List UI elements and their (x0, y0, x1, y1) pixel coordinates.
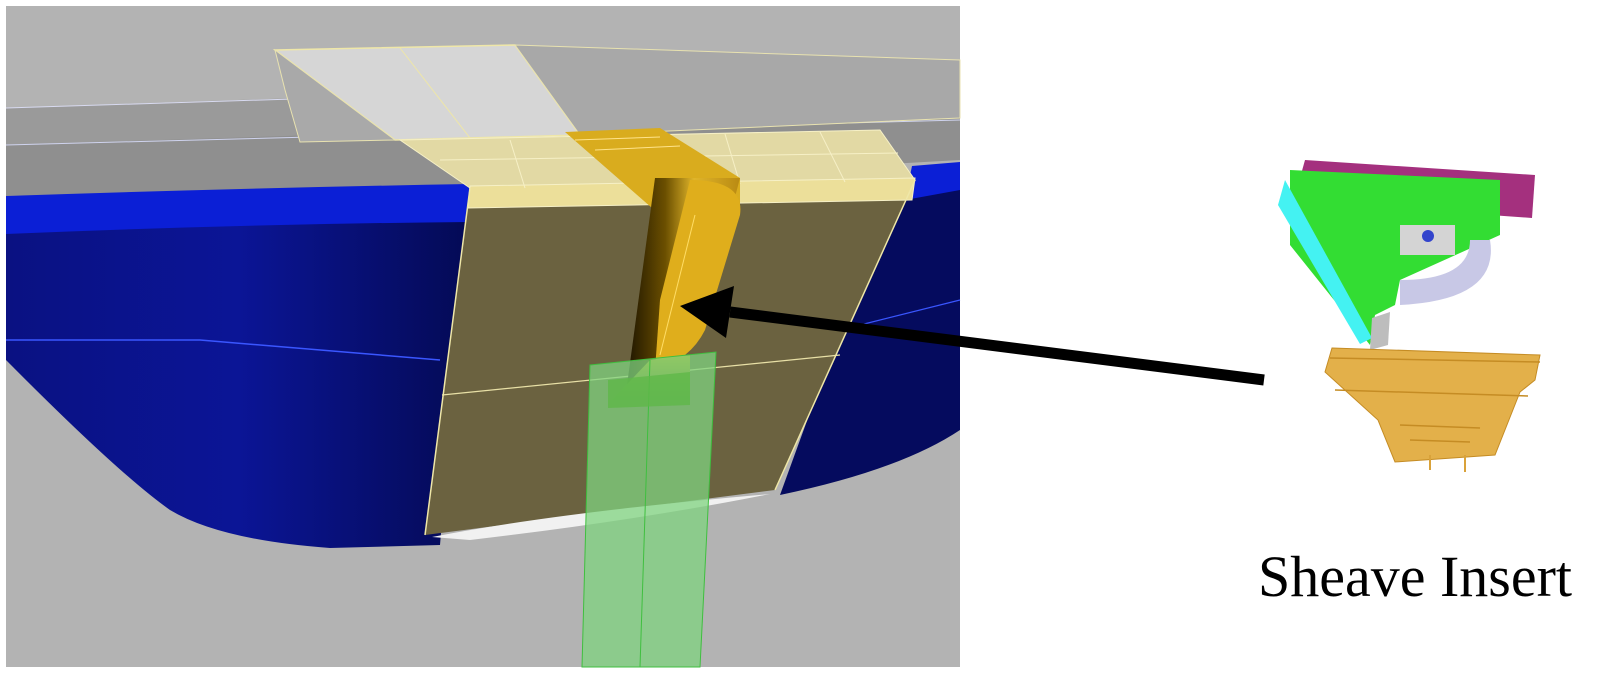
leader-arrow (680, 286, 1265, 386)
sheave-assembly (1278, 160, 1535, 350)
superstructure (272, 44, 961, 143)
sheave-insert-caption: Sheave Insert (1258, 544, 1573, 609)
sheave-foundation (1324, 347, 1541, 472)
hull (6, 162, 961, 548)
moonpool-shaft (581, 351, 717, 668)
